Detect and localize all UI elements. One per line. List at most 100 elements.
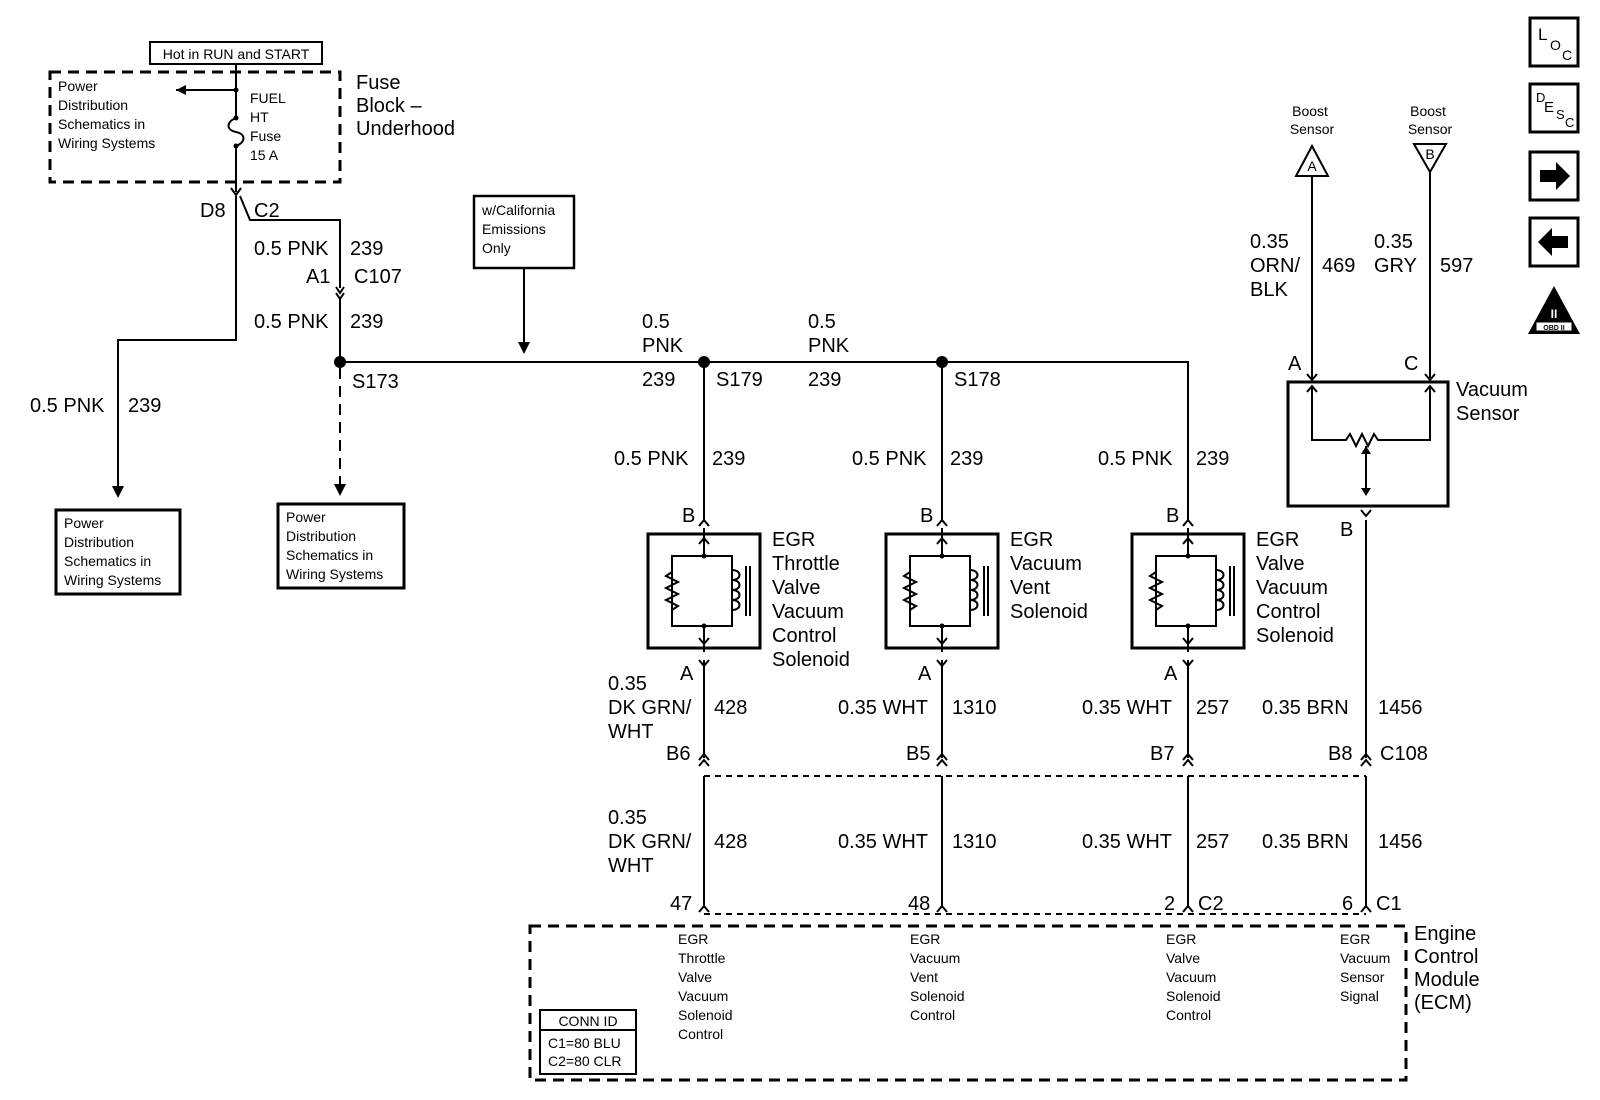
svg-text:L: L — [1538, 25, 1547, 44]
svg-text:48: 48 — [908, 893, 930, 915]
svg-text:OBD II: OBD II — [1543, 325, 1564, 332]
wire-428-lower: 0.35 DK GRN/ WHT — [608, 807, 697, 877]
svg-text:0.5 PNK: 0.5 PNK — [254, 311, 329, 333]
svg-text:S179: S179 — [716, 369, 763, 391]
hot-in-run-start-label: Hot in RUN and START — [163, 46, 310, 62]
svg-text:2: 2 — [1164, 893, 1175, 915]
svg-text:428: 428 — [714, 697, 747, 719]
svg-text:Boost Sensor: Boost Sensor — [1290, 103, 1335, 137]
arrow-right-icon[interactable] — [1528, 150, 1580, 202]
svg-text:E: E — [1544, 99, 1554, 116]
bus-label-2: 0.5 PNK — [808, 311, 850, 357]
wire-label-upper: 0.5 PNK — [254, 238, 329, 260]
svg-text:257: 257 — [1196, 697, 1229, 719]
svg-text:S178: S178 — [954, 369, 1001, 391]
svg-text:A: A — [1288, 353, 1302, 375]
svg-text:B: B — [1166, 505, 1179, 527]
svg-text:469: 469 — [1322, 255, 1355, 277]
svg-text:S173: S173 — [352, 371, 399, 393]
svg-text:Vacuum Sensor: Vacuum Sensor — [1456, 379, 1533, 425]
svg-text:0.5 PNK: 0.5 PNK — [852, 448, 927, 470]
location-icon[interactable]: L O C — [1528, 16, 1580, 68]
svg-text:C: C — [1404, 353, 1418, 375]
svg-text:A1: A1 — [306, 266, 330, 288]
svg-text:0.35 WHT: 0.35 WHT — [1082, 697, 1172, 719]
svg-text:239: 239 — [950, 448, 983, 470]
svg-text:EGR Vacuum Sensor: EGR Vacuum Sensor Signal — [1340, 931, 1394, 1004]
svg-text:A: A — [918, 663, 932, 685]
svg-text:0.35 WHT: 0.35 WHT — [838, 697, 928, 719]
svg-text:Boost Sensor: Boost Sensor — [1408, 103, 1453, 137]
boost-sensor-a: Boost Sensor A — [1290, 103, 1335, 378]
svg-text:A: A — [1307, 158, 1317, 174]
svg-text:Engine Control Mod: Engine Control Module (ECM) — [1414, 923, 1485, 1014]
c108-connector: B6 B5 B7 B8 C108 — [666, 743, 1428, 777]
wire-469-label: 0.35 ORN/ BLK — [1250, 231, 1306, 301]
arrow-left-icon[interactable] — [1528, 216, 1580, 268]
svg-text:B: B — [1340, 519, 1353, 541]
svg-text:C2: C2 — [254, 200, 280, 222]
svg-text:B: B — [682, 505, 695, 527]
svg-text:EGR Vacuum Vent: EGR Vacuum Vent Solenoid — [1010, 529, 1088, 623]
svg-text:D8: D8 — [200, 200, 226, 222]
svg-text:239: 239 — [128, 395, 161, 417]
svg-text:B: B — [920, 505, 933, 527]
splice-s173 — [334, 356, 346, 368]
svg-text:239: 239 — [642, 369, 675, 391]
fuse-block: Hot in RUN and START Power Distribution … — [48, 41, 455, 192]
svg-text:C: C — [1562, 47, 1572, 63]
svg-text:239: 239 — [350, 238, 383, 260]
fuse-block-title: Fuse Block – Underhood — [356, 72, 455, 140]
obd-ii-icon[interactable]: II OBD II — [1528, 286, 1580, 334]
svg-text:1456: 1456 — [1378, 697, 1423, 719]
svg-text:A: A — [680, 663, 694, 685]
svg-text:C107: C107 — [354, 266, 402, 288]
description-icon[interactable]: D E S C — [1528, 82, 1580, 134]
svg-text:D: D — [1536, 90, 1545, 105]
egr-vacuum-vent-solenoid: EGR Vacuum Vent Solenoid — [884, 528, 1088, 652]
svg-text:6: 6 — [1342, 893, 1353, 915]
svg-text:0.35 WHT: 0.35 WHT — [838, 831, 928, 853]
svg-text:0.5 PNK: 0.5 PNK — [614, 448, 689, 470]
svg-text:B: B — [1425, 146, 1434, 162]
svg-text:0.5 PNK: 0.5 PNK — [1098, 448, 1173, 470]
svg-text:0.35 BRN: 0.35 BRN — [1262, 697, 1349, 719]
wire-597-label: 0.35 GRY — [1374, 231, 1419, 277]
svg-text:239: 239 — [712, 448, 745, 470]
svg-text:EGR Throttle Valve: EGR Throttle Valve Vacuum Solenoid Contr… — [678, 931, 736, 1042]
svg-text:1310: 1310 — [952, 831, 997, 853]
svg-text:B7: B7 — [1150, 743, 1174, 765]
svg-text:B8: B8 — [1328, 743, 1352, 765]
power-distribution-box-left: Power Distribution Schematics in Wiring … — [54, 508, 182, 596]
svg-text:II: II — [1551, 307, 1558, 321]
wire-428-upper: 0.35 DK GRN/ WHT — [608, 673, 697, 743]
ecm-connector-pins: 47 48 2 C2 6 C1 — [670, 893, 1402, 915]
svg-text:239: 239 — [1196, 448, 1229, 470]
california-emissions-note: w/California Emissions Only — [472, 194, 576, 354]
fuse-power-distribution-ref: Power Distribution Schematics in Wiring … — [58, 78, 155, 151]
egr-throttle-valve-vacuum-control-solenoid: EGR Throttle Valve Vacuum Control Soleno… — [646, 528, 850, 671]
svg-text:B6: B6 — [666, 743, 690, 765]
svg-text:239: 239 — [350, 311, 383, 333]
engine-control-module: Engine Control Module (ECM) EGR Throttle… — [528, 923, 1485, 1082]
egr-valve-vacuum-control-solenoid: EGR Valve Vacuum Control Solenoid — [1130, 528, 1334, 652]
svg-text:1310: 1310 — [952, 697, 997, 719]
svg-text:Power Distribution: Power Distribution Schematics in Wiring … — [286, 509, 383, 582]
svg-text:47: 47 — [670, 893, 692, 915]
svg-text:A: A — [1164, 663, 1178, 685]
svg-text:EGR Throttle Valve: EGR Throttle Valve Vacuum Control Soleno… — [772, 529, 850, 671]
svg-text:C1=80 BLU C2=80 CLR: C1=80 BLU C2=80 CLR — [548, 1035, 625, 1069]
connector-id-box: CONN ID C1=80 BLU C2=80 CLR — [539, 1009, 637, 1075]
svg-text:C: C — [1565, 115, 1574, 130]
svg-text:239: 239 — [808, 369, 841, 391]
svg-text:O: O — [1550, 37, 1561, 53]
svg-text:EGR Valve Vacuum: EGR Valve Vacuum Control Solenoid — [1256, 529, 1334, 647]
svg-text:Power Distribution: Power Distribution Schematics in Wiring … — [64, 515, 161, 588]
svg-text:B5: B5 — [906, 743, 930, 765]
svg-text:w/California Emissions: w/California Emissions Only — [481, 202, 559, 256]
svg-text:257: 257 — [1196, 831, 1229, 853]
d8-c2-connector: D8 C2 — [112, 187, 341, 498]
svg-text:C2: C2 — [1198, 893, 1224, 915]
svg-text:1456: 1456 — [1378, 831, 1423, 853]
